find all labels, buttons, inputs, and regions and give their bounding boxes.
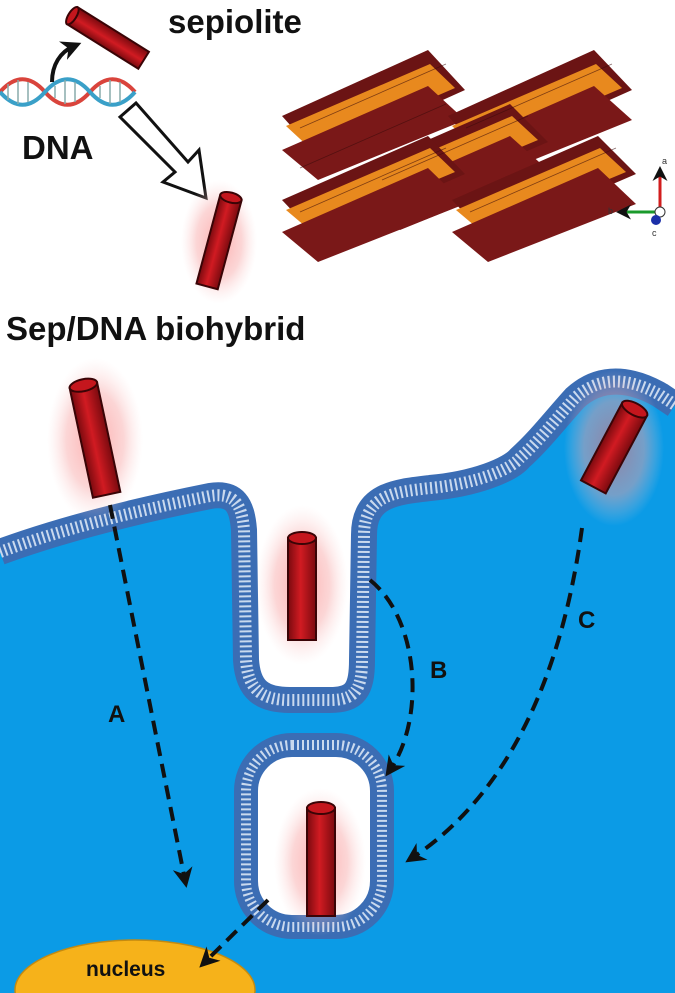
rod-pathway-c <box>564 370 664 526</box>
pathway-b-label: B <box>430 657 447 684</box>
crystal-block <box>282 136 465 262</box>
pathway-b-arrow <box>368 578 415 777</box>
pathway-arrows <box>108 504 584 968</box>
nucleus-label: nucleus <box>86 958 165 981</box>
axis-c-label: c <box>652 228 657 238</box>
dna-helix <box>0 77 137 107</box>
pathway-a-label: A <box>108 701 125 728</box>
hybridization-arrow <box>117 100 208 201</box>
axis-b-label: b <box>608 206 613 216</box>
crystal-block <box>452 136 636 262</box>
binding-arrow <box>50 41 82 83</box>
axis-a-label: a <box>662 156 667 166</box>
rod-pathway-b <box>256 505 348 665</box>
endocytic-vesicle <box>234 733 394 939</box>
sepiolite-crystal-structure <box>282 50 636 262</box>
vesicle-to-nucleus-arrow <box>199 898 270 968</box>
pathway-c-label: C <box>578 607 595 634</box>
axis-triad: a b c <box>608 156 668 238</box>
pathway-a-arrow <box>108 504 193 888</box>
crystal-block <box>282 50 465 180</box>
sepiolite-rod-icon <box>65 5 151 71</box>
sepiolite-label: sepiolite <box>168 3 302 40</box>
rod-pathway-a <box>47 358 143 522</box>
biohybrid-rod <box>181 180 257 304</box>
biohybrid-label: Sep/DNA biohybrid <box>6 310 305 347</box>
nucleus: nucleus <box>14 939 256 993</box>
cytoplasm <box>0 381 675 993</box>
pathway-c-arrow <box>405 527 584 863</box>
plasma-membrane-core <box>0 375 675 706</box>
dna-label: DNA <box>22 129 94 166</box>
